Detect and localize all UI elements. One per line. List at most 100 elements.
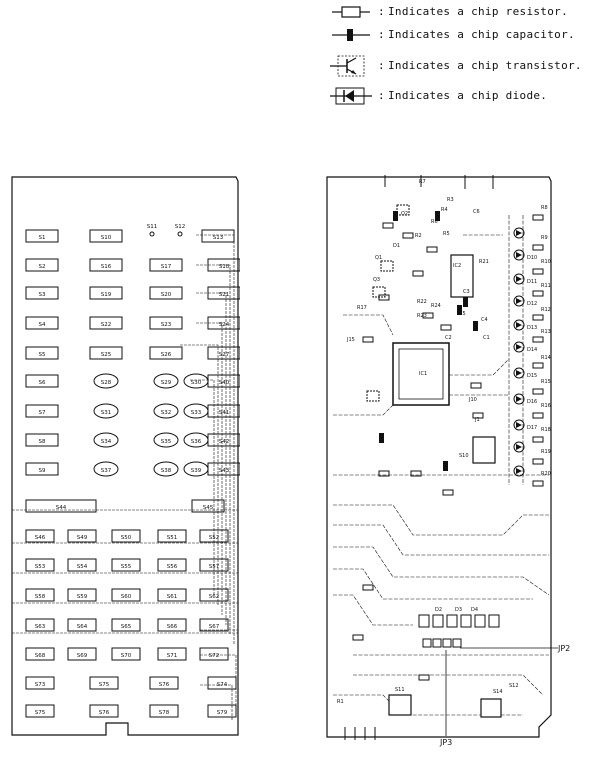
keypad-key: S45 (191, 499, 225, 513)
led-mark (516, 468, 522, 474)
ic1-chip (392, 342, 450, 406)
bottom-leads (344, 727, 376, 740)
key-outline (207, 404, 240, 418)
pcb-label: R19 (541, 449, 551, 455)
pcb-label: C5 (459, 311, 466, 317)
key-outline (199, 588, 229, 602)
pcb-label: J10 (468, 397, 477, 403)
key-outline (93, 461, 119, 477)
pcb-label: S12 (509, 683, 519, 689)
pcb-label: C4 (481, 317, 488, 323)
keypad-key: S57 (199, 558, 229, 572)
s10-switch (472, 436, 496, 464)
pcb-label: Q1 (375, 255, 382, 261)
trace-line (333, 524, 549, 556)
led-diode (513, 441, 525, 453)
chip-resistor (532, 480, 544, 487)
key-label: S12 (175, 224, 186, 230)
key-label: S41 (219, 410, 230, 416)
led-mark (516, 230, 522, 236)
pcb-label: R21 (479, 259, 489, 265)
pcb-label: S10 (459, 453, 469, 459)
key-outline (111, 588, 141, 602)
key-outline (153, 373, 179, 389)
key-outline (25, 346, 59, 360)
pcb-label: R10 (541, 259, 551, 265)
pad-cluster (422, 638, 432, 648)
keypad-key: S61 (157, 588, 187, 602)
key-outline (93, 403, 119, 419)
key-outline (157, 529, 187, 543)
chip-resistor (532, 268, 544, 275)
key-outline (199, 618, 229, 632)
key-outline (207, 316, 240, 330)
key-label: S24 (219, 322, 230, 328)
chip-resistor (378, 470, 390, 477)
key-outline (25, 286, 59, 300)
key-label: S7 (39, 410, 46, 416)
trace-line (333, 504, 549, 536)
led-mark (516, 370, 522, 376)
chip-capacitor (443, 461, 448, 471)
pcb-label: C3 (463, 289, 470, 295)
led-outline (513, 249, 525, 261)
key-label: S70 (121, 653, 132, 659)
pcb-label: D2 (435, 607, 442, 613)
keypad-key: S78 (149, 704, 179, 718)
key-outline (93, 432, 119, 448)
key-label: S43 (219, 468, 230, 474)
trace-line (200, 684, 233, 720)
key-label: S33 (191, 410, 202, 416)
trace-line (333, 546, 550, 596)
pcb-label: C2 (445, 335, 452, 341)
trace-line (180, 344, 219, 605)
keypad-key: S36 (183, 432, 209, 448)
pcb-label: R14 (541, 355, 551, 361)
key-outline (207, 676, 237, 690)
led-diode (513, 393, 525, 405)
key-label: S5 (39, 352, 46, 358)
legend-text: Indicates a chip transistor. (388, 59, 582, 72)
chip-resistor (418, 674, 430, 681)
key-outline (89, 229, 123, 243)
key-label: S18 (219, 264, 230, 270)
led-outline (513, 319, 525, 331)
key-outline (177, 231, 183, 237)
pad-cluster (446, 614, 458, 628)
key-outline (149, 258, 183, 272)
callout-jp2: JP2 (558, 644, 571, 653)
keypad-key: S18 (207, 258, 240, 272)
keypad-key: S39 (183, 461, 209, 477)
keypad-key: S25 (89, 346, 123, 360)
key-outline (25, 558, 55, 572)
pcb-traces (333, 215, 550, 716)
key-label: S32 (161, 410, 172, 416)
key-label: S71 (167, 653, 178, 659)
led-mark (516, 396, 522, 402)
key-label: S73 (35, 682, 46, 688)
chip-resistor (442, 489, 454, 496)
key-outline (25, 529, 55, 543)
key-outline (25, 647, 55, 661)
key-outline (25, 433, 59, 447)
pcb-label: R23 (417, 313, 427, 319)
key-outline (25, 704, 55, 718)
keypad-key: S76 (89, 704, 119, 718)
pcb-label: J15 (346, 337, 355, 343)
key-label: S51 (167, 535, 178, 541)
keypad-key: S74 (207, 676, 237, 690)
key-label: S9 (39, 468, 46, 474)
led-outline (513, 465, 525, 477)
key-outline (149, 286, 183, 300)
led-mark (516, 344, 522, 350)
keypad-key: S63 (25, 618, 55, 632)
keypad-key: S12 (175, 224, 186, 237)
keypad-key: S22 (89, 316, 123, 330)
led-diode (513, 367, 525, 379)
key-label: S39 (191, 468, 202, 474)
trace-line (196, 292, 227, 625)
chip-resistor (472, 412, 484, 419)
key-outline (89, 346, 123, 360)
key-outline (89, 258, 123, 272)
key-label: S78 (159, 710, 170, 716)
